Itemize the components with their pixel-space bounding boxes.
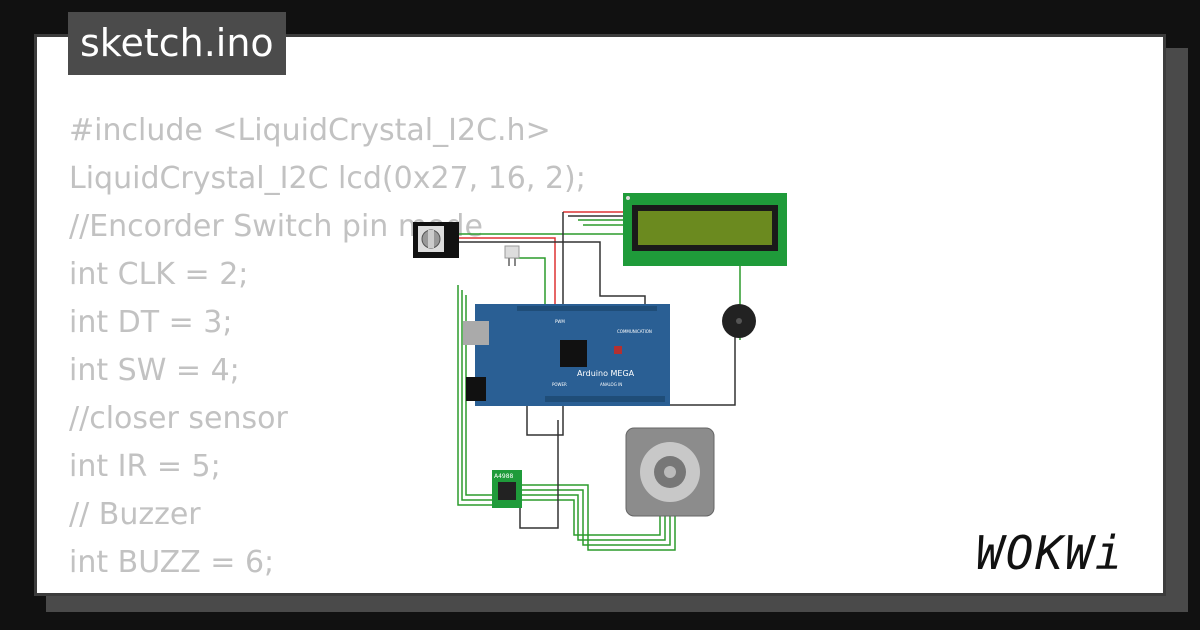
arduino-mega-board: Arduino MEGA COMMUNICATION ANALOG IN POW… xyxy=(463,304,670,406)
power-label: POWER xyxy=(552,382,567,387)
code-line: //closer sensor xyxy=(69,401,288,436)
code-line: #include <LiquidCrystal_I2C.h> xyxy=(69,113,551,148)
ir-sensor xyxy=(504,245,520,266)
lcd-display xyxy=(623,193,787,266)
pwm-label: PWM xyxy=(555,319,565,324)
a4988-driver: A4988 xyxy=(492,470,522,508)
wokwi-logo: WOKWi xyxy=(976,526,1125,580)
code-line: int SW = 4; xyxy=(69,353,240,388)
code-line: int BUZZ = 6; xyxy=(69,545,275,580)
buzzer xyxy=(722,304,756,338)
code-preview: #include <LiquidCrystal_I2C.h> LiquidCry… xyxy=(69,107,586,593)
stepper-motor xyxy=(625,427,715,517)
code-line: // Buzzer xyxy=(69,497,201,532)
board-label: Arduino MEGA xyxy=(577,369,635,378)
analog-in-label: ANALOG IN xyxy=(600,382,622,387)
code-line: int DT = 3; xyxy=(69,305,233,340)
code-line: //Encorder Switch pin mode xyxy=(69,209,483,244)
file-name-tab: sketch.ino xyxy=(68,12,286,75)
driver-label: A4988 xyxy=(494,473,514,480)
code-line: LiquidCrystal_I2C lcd(0x27, 16, 2); xyxy=(69,161,586,196)
code-line: int IR = 5; xyxy=(69,449,221,484)
code-line: int CLK = 2; xyxy=(69,257,249,292)
rotary-encoder xyxy=(413,222,459,258)
communication-label: COMMUNICATION xyxy=(617,329,652,334)
